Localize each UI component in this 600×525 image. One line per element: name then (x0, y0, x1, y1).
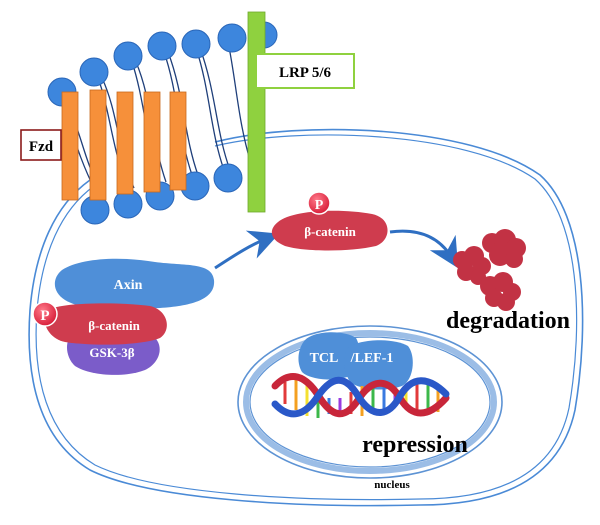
phospho-left: P (32, 301, 58, 327)
degradation-blob-2 (453, 246, 491, 285)
lrp-receptor-bar (247, 11, 266, 213)
phospho-top: P (307, 191, 331, 215)
beta-catenin-left-label: β-catenin (88, 318, 140, 333)
fzd-label-box: Fzd (20, 129, 62, 161)
fzd-helix-1 (61, 91, 79, 201)
fzd-helix-4 (143, 91, 161, 193)
axin-protein: Axin (54, 258, 215, 310)
beta-catenin-complex: β-catenin (44, 303, 167, 345)
tcl-label: TCL (310, 351, 339, 366)
lrp-label: LRP 5/6 (279, 65, 332, 81)
tcl-protein (298, 332, 360, 380)
dna-strand-2 (271, 376, 450, 418)
fzd-receptor (61, 89, 187, 201)
fzd-helix-5 (169, 91, 187, 191)
phospho-left-label: P (40, 308, 49, 324)
fzd-helix-2 (89, 89, 107, 201)
degradation-blob-3 (480, 272, 521, 311)
fzd-label: Fzd (29, 139, 54, 155)
phospho-top-label: P (315, 198, 324, 213)
cell-membrane (28, 128, 584, 507)
gsk-label: GSK-3β (89, 345, 134, 360)
degradation-fragments (453, 229, 526, 311)
degradation-blob-1 (482, 229, 526, 268)
tcl-lef-complex: TCL /LEF-1 (298, 332, 413, 390)
nucleus-label: nucleus (374, 479, 410, 491)
fzd-helix-3 (116, 91, 134, 195)
lef-protein (344, 340, 413, 390)
arrow-to-phosphorylated (214, 230, 280, 270)
dna-helix (271, 373, 450, 418)
beta-catenin-phosphorylated: β-catenin (271, 210, 388, 251)
degradation-label: degradation (446, 308, 570, 334)
repression-label: repression (362, 432, 468, 458)
lrp-label-box: LRP 5/6 (255, 53, 355, 89)
lef-label: /LEF-1 (350, 351, 394, 366)
arrow-to-degradation (389, 229, 459, 269)
membrane-heads-outer (47, 21, 278, 107)
beta-catenin-top-label: β-catenin (304, 224, 356, 239)
axin-label: Axin (114, 278, 143, 293)
